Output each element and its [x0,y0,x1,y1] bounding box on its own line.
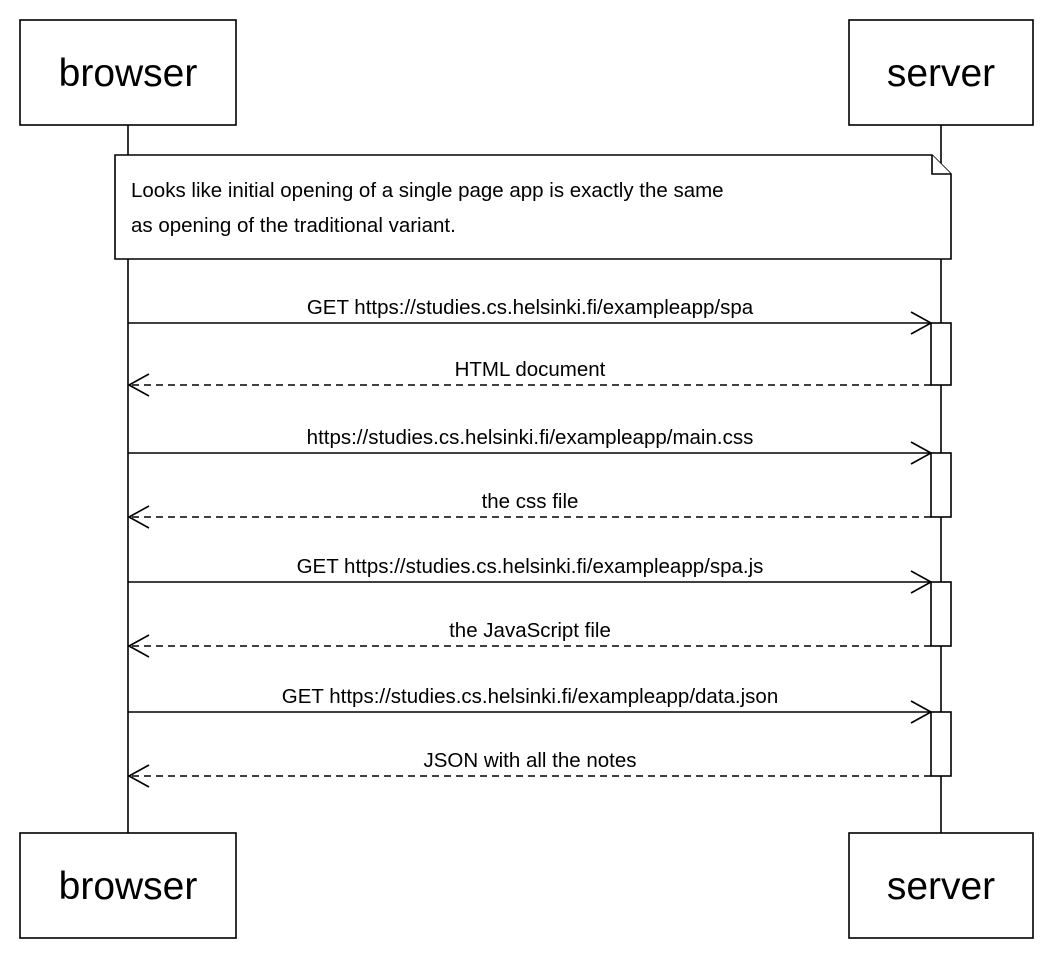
message-arrowhead-7 [910,700,933,724]
participant-server-top: server [848,19,1034,126]
message-arrowhead-8 [127,764,150,788]
message-1: GET https://studies.cs.helsinki.fi/examp… [128,296,933,335]
message-7: GET https://studies.cs.helsinki.fi/examp… [128,685,933,724]
message-5: GET https://studies.cs.helsinki.fi/examp… [128,555,933,594]
message-label-4: the css file [482,490,579,513]
message-8: JSON with all the notes [127,749,931,788]
note-line-1: Looks like initial opening of a single p… [131,179,724,202]
message-arrowhead-1 [910,311,933,335]
participant-server-bottom-label: server [887,865,995,908]
activation-bar-server-2 [930,452,952,518]
message-2: HTML document [127,358,931,397]
activation-bar-server-3 [930,581,952,647]
message-4: the css file [127,490,931,529]
message-label-8: JSON with all the notes [423,749,636,772]
message-3: https://studies.cs.helsinki.fi/exampleap… [128,426,933,465]
participant-browser-bottom: browser [19,832,237,939]
participant-server-top-label: server [887,52,995,95]
message-arrowhead-6 [127,634,150,658]
participant-browser-top-label: browser [59,52,198,95]
message-arrowhead-4 [127,505,150,529]
message-label-5: GET https://studies.cs.helsinki.fi/examp… [297,555,764,578]
participant-browser-top: browser [19,19,237,126]
note-fold [931,155,951,175]
participant-browser-bottom-label: browser [59,865,198,908]
message-arrowhead-3 [910,441,933,465]
message-label-6: the JavaScript file [449,619,611,642]
activation-bar-server-1 [930,322,952,386]
message-arrowhead-2 [127,373,150,397]
participant-server-bottom: server [848,832,1034,939]
note-line-2: as opening of the traditional variant. [131,214,456,237]
messages: GET https://studies.cs.helsinki.fi/examp… [127,296,933,788]
note-box [114,154,952,260]
note: Looks like initial opening of a single p… [114,154,952,260]
message-label-1: GET https://studies.cs.helsinki.fi/examp… [307,296,754,319]
message-6: the JavaScript file [127,619,931,658]
message-label-3: https://studies.cs.helsinki.fi/exampleap… [307,426,754,449]
message-arrowhead-5 [910,570,933,594]
activation-bar-server-4 [930,711,952,777]
message-label-7: GET https://studies.cs.helsinki.fi/examp… [282,685,778,708]
message-label-2: HTML document [455,358,606,381]
